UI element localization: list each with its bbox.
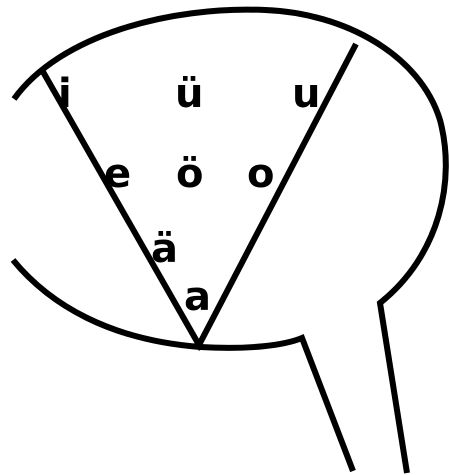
head-outline	[14, 10, 446, 473]
vowel-o-umlaut: ö	[176, 151, 203, 197]
vowel-a-umlaut: ä	[151, 226, 178, 272]
lower-jaw-outline	[13, 260, 353, 471]
vowel-i: i	[58, 71, 72, 117]
vowel-e: e	[104, 151, 131, 197]
vowel-o: o	[247, 151, 274, 197]
vowel-a: a	[184, 274, 211, 320]
vowel-u-umlaut: ü	[175, 71, 203, 117]
vowel-u: u	[292, 71, 320, 117]
